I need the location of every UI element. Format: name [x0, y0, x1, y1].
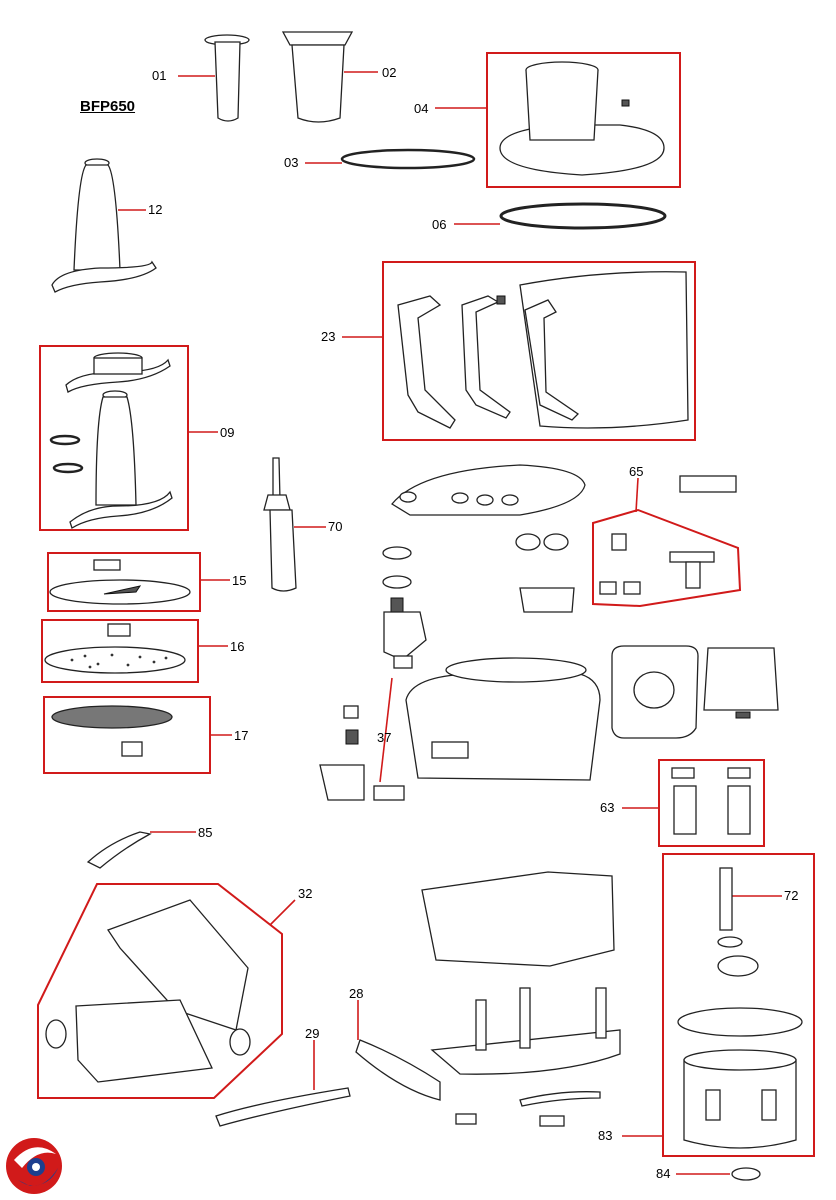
label-06: 06 [432, 217, 446, 232]
label-03: 03 [284, 155, 298, 170]
part-base-frame [421, 871, 621, 1127]
label-72: 72 [784, 888, 798, 903]
part-84-coupler: 84 [656, 1166, 761, 1181]
label-85: 85 [198, 825, 212, 840]
label-65: 65 [629, 464, 643, 479]
label-23: 23 [321, 329, 335, 344]
part-28-bowl-clip: 28 [349, 986, 441, 1101]
label-16: 16 [230, 639, 244, 654]
model-title: BFP650 [80, 98, 136, 115]
part-29-spatula: 29 [215, 1026, 351, 1127]
brand-swirl-logo [6, 1138, 62, 1194]
label-32: 32 [298, 886, 312, 901]
part-37-switch-assembly: 37 [319, 546, 427, 801]
part-motor-base-housing [391, 464, 601, 781]
part-63-carbon-brushes: 63 [600, 759, 765, 847]
label-84: 84 [656, 1166, 670, 1181]
label-70: 70 [328, 519, 342, 534]
part-09-blade-assembly: 09 [39, 345, 234, 531]
label-83: 83 [598, 1128, 612, 1143]
part-01-small-pusher: 01 [152, 34, 250, 122]
label-17: 17 [234, 728, 248, 743]
label-02: 02 [382, 65, 396, 80]
label-01: 01 [152, 68, 166, 83]
part-12-dough-blade: 12 [51, 158, 162, 293]
label-63: 63 [600, 800, 614, 815]
part-02-large-pusher: 02 [281, 31, 396, 123]
part-06-bowl-seal: 06 [432, 202, 667, 232]
label-37: 37 [377, 730, 391, 745]
part-72-83-motor-assembly: 72 83 [598, 853, 815, 1157]
part-17-fine-disc: 17 [43, 696, 248, 774]
label-28: 28 [349, 986, 363, 1001]
part-85-power-cord: 85 [86, 825, 212, 869]
label-12: 12 [148, 202, 162, 217]
label-09: 09 [220, 425, 234, 440]
part-gearbox-covers [515, 533, 779, 739]
label-29: 29 [305, 1026, 319, 1041]
part-04-lid-assembly: 04 [414, 52, 681, 188]
label-15: 15 [232, 573, 246, 588]
part-65-switch-components: 65 [592, 464, 742, 608]
part-70-drive-shaft: 70 [263, 457, 342, 592]
part-23-processing-bowl: 23 [321, 261, 696, 441]
part-32-base-cover-assembly: 32 [37, 883, 312, 1099]
part-03-seal: 03 [284, 148, 476, 170]
label-04: 04 [414, 101, 428, 116]
part-15-slicing-disc: 15 [47, 552, 246, 612]
part-16-shredding-disc: 16 [41, 619, 244, 683]
